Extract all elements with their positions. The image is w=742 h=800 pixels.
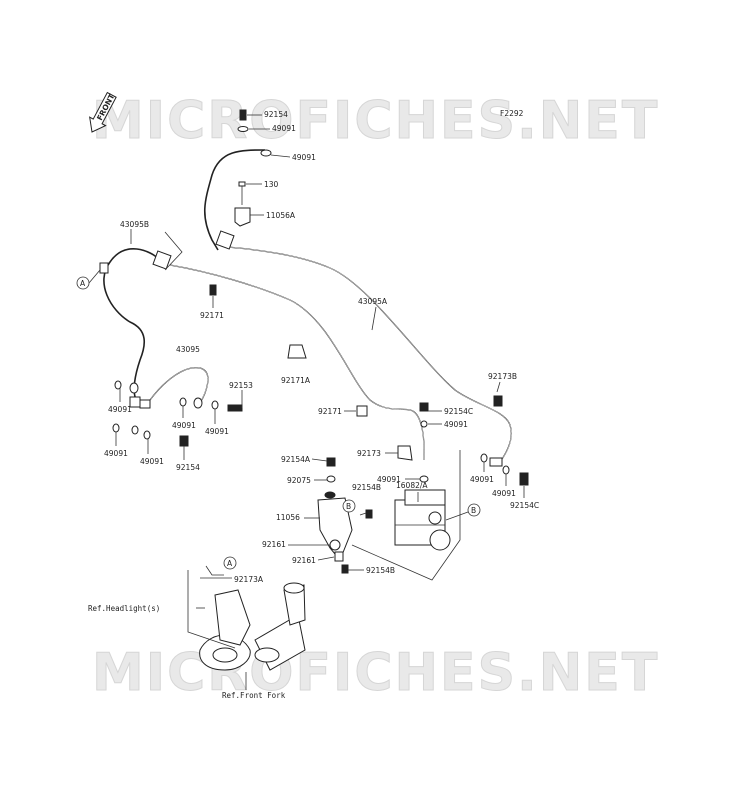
leader-b-right [445,511,469,521]
bracket-11056 [317,457,373,574]
label-49091-l5: 49091 [140,457,164,466]
label-92154a: 92154A [281,455,311,464]
hose-fitting-left [99,262,109,274]
label-49091-l4: 49091 [104,449,128,458]
label-49091-l3: 49091 [205,427,229,436]
leader-43095b-box [164,231,183,271]
label-43095: 43095 [176,345,200,354]
label-92154-l: 92154 [176,463,200,472]
label-49091-top1: 49091 [272,124,296,133]
label-49091-l1: 49091 [108,405,132,414]
label-92161-1: 92161 [262,540,286,549]
ref-a-upper-label: A [80,279,86,288]
label-43095b: 43095B [120,220,149,229]
leader-lines [115,114,525,690]
label-ref-headlight: Ref.Headlight(s) [88,604,160,613]
label-16082a: 16082/A [396,481,428,490]
ref-circle-b-left [342,499,356,513]
label-92173a: 92173A [234,575,264,584]
label-92154c-2: 92154C [510,501,539,510]
right-fittings [356,395,529,486]
hose-43095b [103,149,266,401]
label-ref-front-fork: Ref.Front Fork [222,691,286,700]
label-43095a: 43095A [358,297,388,306]
pipe-43095a [227,246,512,463]
banjo-bolt-top [237,109,272,157]
label-92171a: 92171A [281,376,311,385]
label-49091-r1: 49091 [470,475,494,484]
label-11056a: 11056A [266,211,296,220]
label-92154b-2: 92154B [366,566,395,575]
label-49091-l2: 49091 [172,421,196,430]
watermark-top: MICROFICHES.NET [92,91,659,151]
label-130: 130 [264,180,279,189]
label-49091-r2: 49091 [492,489,516,498]
ref-b-left-label: B [346,502,351,511]
ref-a-lower-label: A [227,559,233,568]
clip-92173b [493,395,503,407]
ref-b-right-label: B [471,506,476,515]
clamp-92171 [209,284,217,296]
clip-92171-mid [356,405,368,417]
label-92173: 92173 [357,449,381,458]
leader-a-upper [88,269,101,284]
label-92161-2: 92161 [292,556,316,565]
label-49091-m1: 49091 [444,420,468,429]
label-49091-m2: 49091 [377,475,401,484]
bolt-130 [238,181,246,205]
pipe-to-abs [169,264,425,461]
label-92154-top: 92154 [264,110,288,119]
label-92173b: 92173B [488,372,517,381]
clamp-92171a [287,344,307,359]
abs-leader-box [351,450,461,581]
label-92075: 92075 [287,476,311,485]
label-11056: 11056 [276,513,300,522]
clip-92173 [397,445,413,461]
label-92171: 92171 [200,311,224,320]
pipe-43095 [149,367,209,404]
headlight-bracket-box [187,570,236,649]
left-fittings [112,380,243,447]
junction-block-left [152,250,172,270]
watermark-bottom: MICROFICHES.NET [92,643,659,703]
front-fork-assembly [199,582,306,671]
label-92154c-1: 92154C [444,407,473,416]
ref-circle-b-right [467,503,481,517]
label-92153: 92153 [229,381,253,390]
label-92171-mid: 92171 [318,407,342,416]
junction-block-upper [215,230,235,250]
leader-a-lower [205,565,224,576]
label-49091-top2: 49091 [292,153,316,162]
bracket-11056a [234,207,251,227]
label-92154b-1: 92154B [352,483,381,492]
abs-unit-16082a [394,489,451,551]
ref-circle-a-lower [223,556,237,570]
figure-code: F2292 [500,109,524,118]
